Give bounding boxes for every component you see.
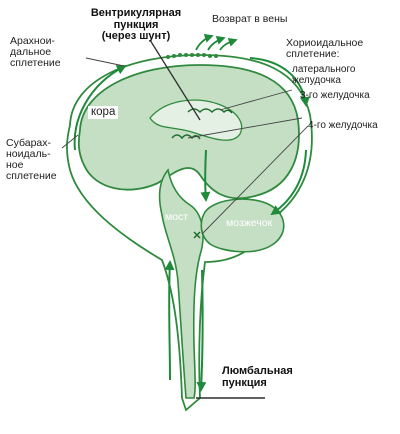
third-ventricle-label: 3-го желудочка <box>300 90 370 101</box>
ventricular-puncture-label: Вентрикулярная пункция (через шунт) <box>90 7 182 42</box>
csf-flow-arrows <box>73 57 310 392</box>
lumbar-puncture-label: Люмбальная пункция <box>222 365 293 389</box>
arachnoid-plexus-label: Арахнои- дальное сплетение <box>10 35 61 69</box>
return-to-veins-arrows <box>195 34 238 51</box>
ventricular-shunt <box>149 39 201 121</box>
label-pointer-lines <box>61 57 309 235</box>
lateral-ventricle <box>149 99 243 141</box>
fourth-ventricle-label: 4-го желудочка <box>308 120 378 131</box>
subarachnoid-plexus-label: Субарах- ноидаль- ное сплетение <box>6 137 57 182</box>
brainstem-shape <box>158 168 204 399</box>
choroid-plexus-label: Хориоидальное сплетение: <box>286 37 364 60</box>
cerebellum-shape <box>200 198 285 253</box>
choroid-plexus-lateral <box>187 108 233 114</box>
cortex-label: кора <box>88 106 119 119</box>
fourth-ventricle-mark <box>193 231 201 239</box>
choroid-plexus-third <box>171 134 201 140</box>
cerebellum-label: мозжечок <box>226 217 273 229</box>
return-to-veins-label: Возврат в вены <box>212 13 288 25</box>
lateral-ventricle-label: латерального желудочка <box>292 64 356 86</box>
subarachnoid-space-outline <box>66 54 313 412</box>
pons-label: мост <box>165 211 189 223</box>
arachnoid-granulations <box>166 53 218 59</box>
